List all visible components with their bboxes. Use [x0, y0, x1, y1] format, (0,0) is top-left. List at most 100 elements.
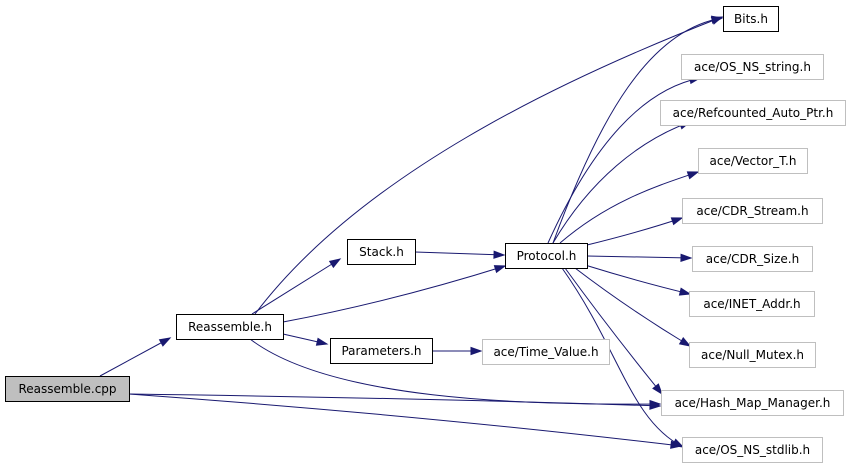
arrow-head	[678, 287, 692, 296]
edge-reassemble_h-to-parameters_h	[282, 333, 329, 346]
node-reassemble-h[interactable]: Reassemble.h	[176, 314, 284, 340]
node-null-mutex-h: ace/Null_Mutex.h	[689, 342, 816, 368]
node-label: Stack.h	[359, 245, 404, 259]
arrow-head	[671, 438, 685, 448]
arrow-head	[315, 337, 329, 346]
node-box	[505, 243, 588, 269]
node-box	[5, 376, 130, 402]
edge-line	[586, 217, 683, 246]
edge-line	[99, 337, 171, 377]
node-parameters-h[interactable]: Parameters.h	[330, 338, 433, 364]
edge-protocol_h-to-hash_map_h	[564, 267, 663, 396]
edge-reassemble_cpp-to-reassemble_h	[99, 337, 172, 377]
node-box	[482, 339, 610, 365]
edge-protocol_h-to-os_ns_stdlib_h	[561, 267, 685, 448]
arrow-head	[652, 383, 663, 396]
nodes-layer: Reassemble.cpp Reassemble.h Stack.h Protoco…	[5, 6, 846, 463]
node-label: ace/Vector_T.h	[710, 154, 797, 168]
edge-line	[414, 251, 505, 256]
edge-protocol_h-to-null_mutex_h	[574, 267, 692, 347]
node-os-ns-stdlib-h: ace/OS_NS_stdlib.h	[682, 437, 823, 463]
arrow-head	[649, 399, 662, 409]
edge-line	[584, 264, 691, 295]
node-time-value-h: ace/Time_Value.h	[482, 339, 610, 365]
node-box	[176, 314, 284, 340]
edge-protocol_h-to-cdr_size_h	[586, 253, 693, 263]
node-protocol-h[interactable]: Protocol.h	[505, 243, 588, 269]
edge-protocol_h-to-cdr_stream_h	[586, 217, 684, 246]
edge-reassemble_cpp-to-hash_map_h	[128, 393, 662, 410]
arrow-head	[678, 336, 692, 347]
node-bits-h[interactable]: Bits.h	[723, 6, 779, 32]
node-os-ns-string-h: ace/OS_NS_string.h	[681, 54, 824, 80]
edge-reassemble_h-to-stack_h	[251, 258, 342, 315]
edge-reassemble_h-to-hash_map_h	[249, 338, 662, 409]
node-box	[689, 291, 815, 317]
node-label: Protocol.h	[517, 249, 577, 263]
node-label: ace/Null_Mutex.h	[701, 348, 804, 362]
node-cdr-size-h: ace/CDR_Size.h	[692, 246, 813, 272]
arrow-head	[158, 337, 172, 347]
arrow-head	[470, 346, 483, 356]
edge-line	[254, 16, 723, 315]
node-label: Reassemble.cpp	[18, 382, 116, 396]
arrow-head	[686, 171, 700, 180]
node-box	[661, 390, 844, 416]
node-box	[689, 342, 816, 368]
node-box	[660, 100, 846, 126]
node-box	[692, 246, 813, 272]
edge-line	[574, 267, 691, 347]
edge-reassemble_h-to-bits_h	[254, 16, 724, 315]
edge-parameters_h-to-time_value_h	[432, 346, 483, 356]
node-label: Parameters.h	[341, 344, 421, 358]
node-label: ace/CDR_Size.h	[706, 252, 799, 266]
edges-layer	[99, 15, 724, 449]
arrow-head	[493, 265, 507, 274]
edge-protocol_h-to-inet_addr_h	[584, 264, 692, 296]
node-box	[330, 338, 433, 364]
node-box	[682, 198, 823, 224]
node-label: ace/INET_Addr.h	[703, 297, 800, 311]
edge-protocol_h-to-vector_t_h	[559, 171, 700, 244]
node-stack-h[interactable]: Stack.h	[347, 239, 416, 265]
edge-line	[559, 171, 699, 244]
edge-protocol_h-to-refcounted_h	[552, 121, 692, 244]
node-box	[723, 6, 779, 32]
node-cdr-stream-h: ace/CDR_Stream.h	[682, 198, 823, 224]
node-box	[681, 54, 824, 80]
node-label: ace/Hash_Map_Manager.h	[675, 396, 831, 410]
edge-line	[547, 77, 701, 244]
edge-reassemble_h-to-protocol_h	[282, 265, 507, 323]
edge-line	[249, 338, 661, 405]
arrow-head	[328, 258, 342, 269]
edge-line	[128, 393, 682, 447]
node-vector-t-h: ace/Vector_T.h	[698, 148, 808, 174]
arrow-head	[493, 250, 506, 259]
edge-reassemble_cpp-to-os_ns_stdlib_h	[128, 393, 683, 449]
arrow-head	[680, 253, 693, 263]
node-box	[682, 437, 823, 463]
edge-line	[561, 267, 684, 448]
edge-stack_h-to-protocol_h	[414, 250, 506, 259]
edge-line	[251, 258, 341, 315]
node-label: Reassemble.h	[188, 320, 272, 334]
node-label: ace/CDR_Stream.h	[696, 204, 808, 218]
edge-line	[552, 121, 691, 244]
node-label: ace/OS_NS_string.h	[694, 60, 811, 74]
node-label: ace/Refcounted_Auto_Ptr.h	[673, 106, 834, 120]
edge-line	[586, 255, 692, 259]
arrow-head	[670, 217, 684, 226]
node-label: Bits.h	[734, 12, 768, 26]
node-refcounted-h: ace/Refcounted_Auto_Ptr.h	[660, 100, 846, 126]
edge-line	[282, 265, 506, 323]
edge-line	[564, 267, 663, 395]
node-box	[347, 239, 416, 265]
node-hash-map-h: ace/Hash_Map_Manager.h	[661, 390, 844, 416]
arrow-head	[710, 15, 724, 24]
node-label: ace/Time_Value.h	[493, 345, 598, 359]
node-box	[698, 148, 808, 174]
node-label: ace/OS_NS_stdlib.h	[695, 443, 810, 457]
node-reassemble-cpp[interactable]: Reassemble.cpp	[5, 376, 130, 402]
node-inet-addr-h: ace/INET_Addr.h	[689, 291, 815, 317]
